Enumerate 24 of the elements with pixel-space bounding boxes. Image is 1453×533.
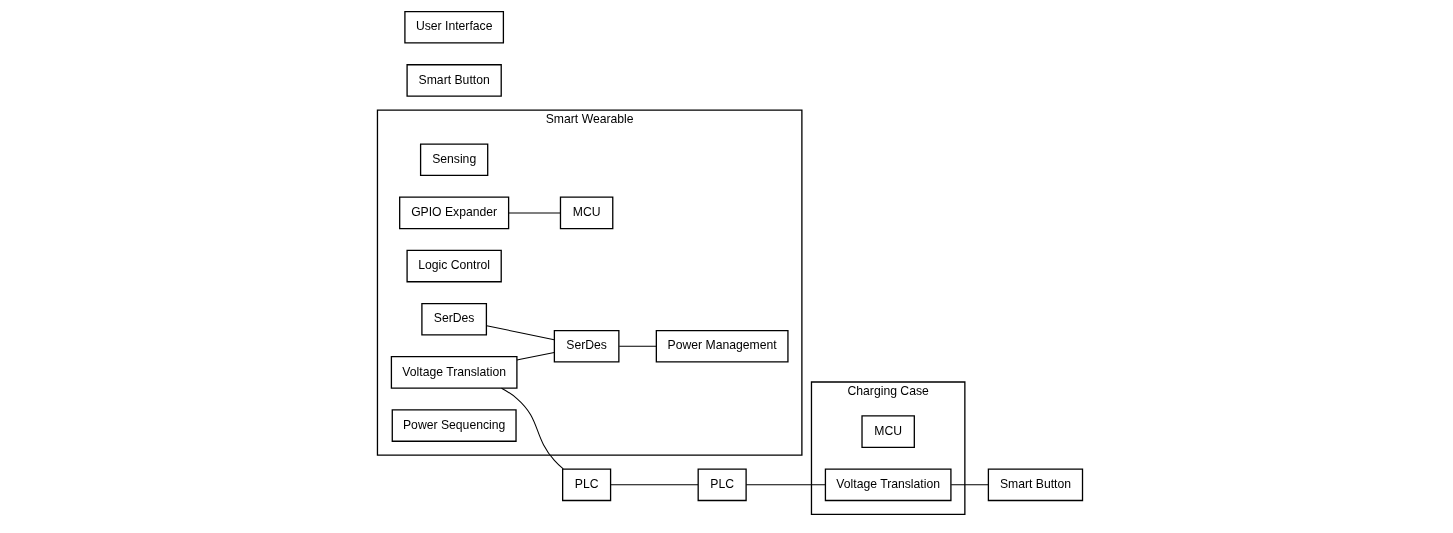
node-box: Logic Control <box>406 249 502 283</box>
node-box: Smart Button <box>987 468 1084 502</box>
node-box: MCU <box>861 415 915 448</box>
node-box: Voltage Translation <box>824 468 952 502</box>
connector <box>516 352 555 361</box>
node-box: PLC <box>697 468 747 502</box>
node-box: Power Management <box>655 329 789 363</box>
connector <box>501 387 564 470</box>
node-box: Smart Button <box>406 64 502 97</box>
node-box: Sensing <box>419 143 489 177</box>
connector <box>486 325 555 341</box>
connector <box>508 212 561 214</box>
connector <box>950 484 989 486</box>
node-box: User Interface <box>404 10 505 44</box>
connector <box>618 345 657 347</box>
node-box: GPIO Expander <box>399 196 510 230</box>
node-box: SerDes <box>553 329 620 363</box>
node-box: Power Sequencing <box>391 409 517 442</box>
connector <box>745 484 826 486</box>
node-box: Voltage Translation <box>390 356 518 389</box>
node-box: SerDes <box>421 302 488 336</box>
node-box: PLC <box>562 468 612 502</box>
connector <box>610 484 699 486</box>
node-box: MCU <box>559 196 614 230</box>
